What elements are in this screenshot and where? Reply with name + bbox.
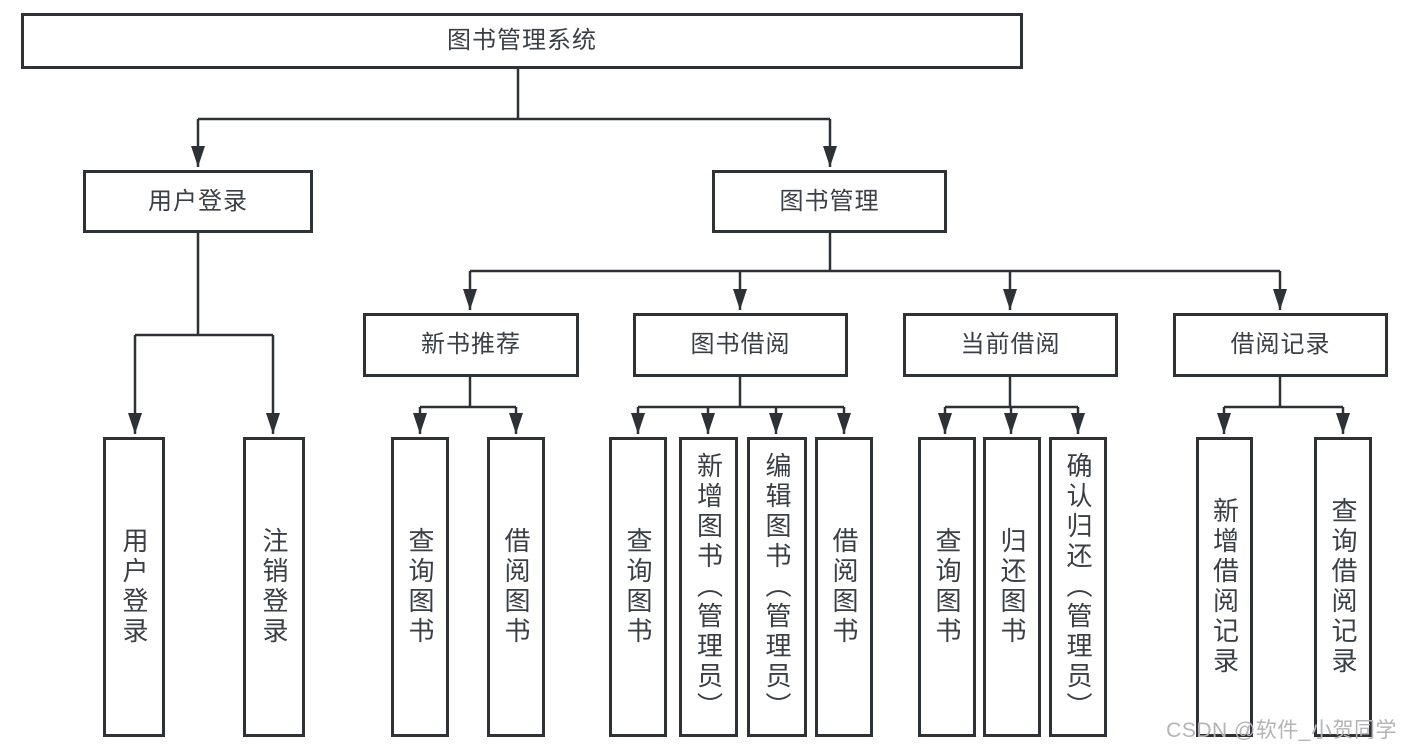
leaf-query-borrow-record: 查询借阅记录 <box>1314 437 1372 737</box>
book-management-connector <box>463 233 1287 310</box>
leaf-return-book-label: 归还图书 <box>997 527 1027 647</box>
leaf-add-book-admin-label: 新增图书（管理员） <box>693 452 724 722</box>
leaf-confirm-return-admin: 确认归还（管理员） <box>1049 437 1107 737</box>
leaf-query-borrow-record-label: 查询借阅记录 <box>1328 497 1358 677</box>
node-current-borrow-label: 当前借阅 <box>960 331 1061 358</box>
leaf-user-login-label: 用户登录 <box>119 527 149 647</box>
node-book-borrow: 图书借阅 <box>633 313 848 377</box>
user-login-connector <box>128 233 280 434</box>
leaf-logout: 注销登录 <box>243 437 305 737</box>
leaf-edit-book-admin-label: 编辑图书（管理员） <box>762 452 792 722</box>
leaf-borrow-book-1-label: 借阅图书 <box>501 527 531 647</box>
borrow-records-connector <box>1217 377 1350 434</box>
node-new-book-recommend-label: 新书推荐 <box>421 331 521 358</box>
node-user-login: 用户登录 <box>83 170 313 233</box>
leaf-edit-book-admin: 编辑图书（管理员） <box>747 437 807 737</box>
leaf-query-book-3: 查询图书 <box>918 437 976 737</box>
leaf-confirm-return-admin-label: 确认归还（管理员） <box>1063 452 1093 722</box>
node-book-management: 图书管理 <box>712 170 947 233</box>
node-root: 图书管理系统 <box>21 13 1023 69</box>
node-new-book-recommend: 新书推荐 <box>363 313 579 377</box>
leaf-add-borrow-record-label: 新增借阅记录 <box>1209 497 1240 677</box>
book-borrow-connector <box>631 377 851 434</box>
leaf-user-login: 用户登录 <box>103 437 165 737</box>
leaf-query-book-1: 查询图书 <box>391 437 449 737</box>
current-borrow-connector <box>938 377 1085 434</box>
leaf-return-book: 归还图书 <box>983 437 1041 737</box>
root-to-level2-connector <box>191 69 837 167</box>
leaf-borrow-book-2-label: 借阅图书 <box>829 527 859 647</box>
leaf-add-borrow-record: 新增借阅记录 <box>1196 437 1253 737</box>
node-borrow-records: 借阅记录 <box>1173 313 1388 377</box>
new-book-recommend-connector <box>413 377 523 434</box>
leaf-query-book-1-label: 查询图书 <box>405 527 435 647</box>
node-root-label: 图书管理系统 <box>447 27 597 54</box>
leaf-query-book-3-label: 查询图书 <box>932 527 962 647</box>
node-user-login-label: 用户登录 <box>148 187 248 215</box>
node-borrow-records-label: 借阅记录 <box>1230 331 1331 358</box>
watermark: CSDN @软件_小贺同学 <box>1166 719 1397 742</box>
leaf-add-book-admin: 新增图书（管理员） <box>679 437 738 737</box>
node-current-borrow: 当前借阅 <box>903 313 1118 377</box>
node-book-borrow-label: 图书借阅 <box>690 331 791 358</box>
leaf-borrow-book-1: 借阅图书 <box>487 437 545 737</box>
leaf-query-book-2-label: 查询图书 <box>623 527 653 647</box>
leaf-logout-label: 注销登录 <box>259 527 289 647</box>
node-book-management-label: 图书管理 <box>779 187 880 215</box>
leaf-borrow-book-2: 借阅图书 <box>815 437 873 737</box>
leaf-query-book-2: 查询图书 <box>609 437 667 737</box>
